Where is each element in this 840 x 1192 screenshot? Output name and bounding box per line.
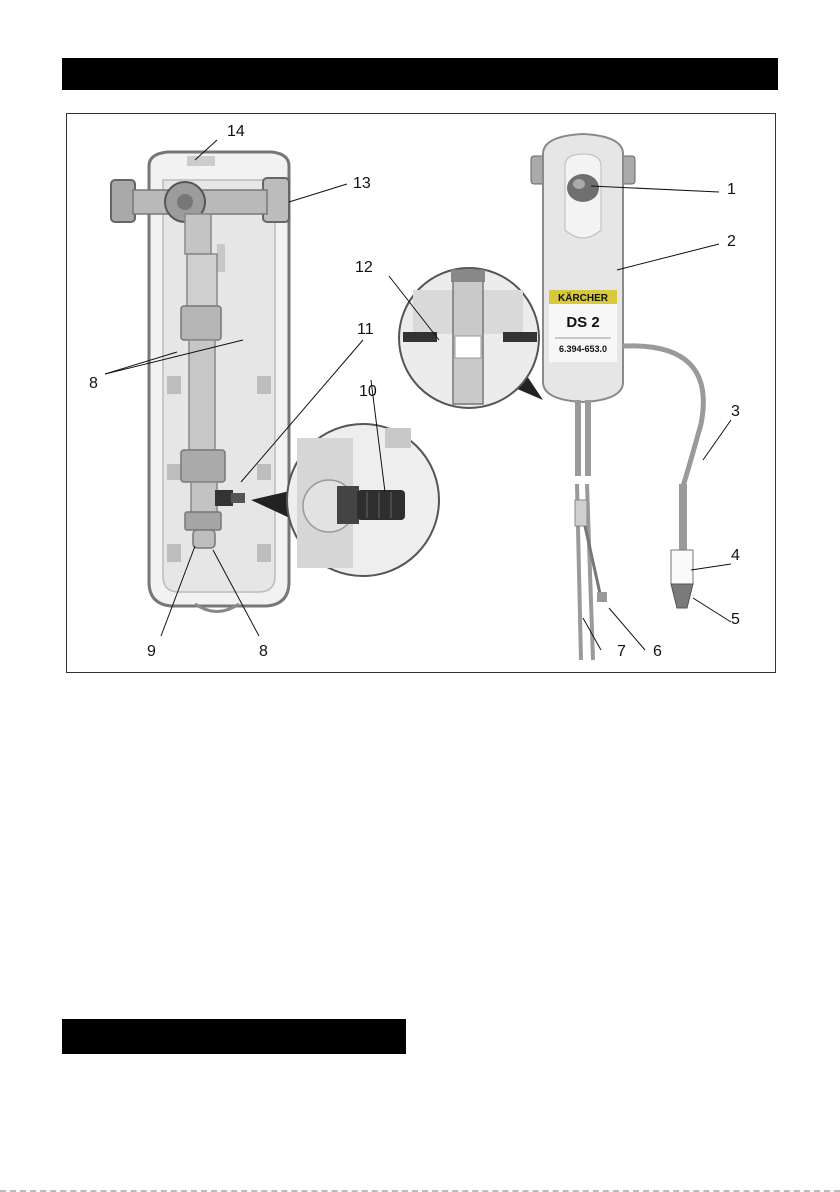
callout-11: 11 — [357, 322, 374, 338]
device-part-number: 6.394-653.0 — [559, 344, 607, 354]
device-model-label: DS 2 — [566, 314, 599, 331]
dosing-device: KÄRCHER DS 2 6.394-653.0 — [531, 134, 635, 402]
callout-3: 3 — [731, 404, 740, 420]
callout-6: 6 — [653, 644, 662, 660]
callout-10: 10 — [359, 384, 377, 400]
section-footer-bar — [62, 1019, 406, 1052]
parts-illustration: KÄRCHER DS 2 6.394-653.0 — [67, 114, 775, 672]
parts-figure: KÄRCHER DS 2 6.394-653.0 — [66, 113, 776, 673]
callout-4: 4 — [731, 548, 740, 564]
callout-12: 12 — [355, 260, 373, 276]
device-brand-label: KÄRCHER — [558, 291, 609, 304]
callout-14: 14 — [227, 124, 245, 140]
callout-9: 9 — [147, 644, 156, 660]
callout-13: 13 — [353, 176, 371, 192]
callout-7: 7 — [617, 644, 626, 660]
detail-magnifier-hose — [399, 268, 543, 408]
callout-2: 2 — [727, 234, 736, 250]
callout-1: 1 — [727, 182, 736, 198]
callout-5: 5 — [731, 612, 740, 628]
section-header-bar — [62, 58, 778, 90]
callout-8-upper: 8 — [89, 376, 98, 392]
callout-8-lower: 8 — [259, 644, 268, 660]
section-footer-underline — [62, 1052, 406, 1054]
